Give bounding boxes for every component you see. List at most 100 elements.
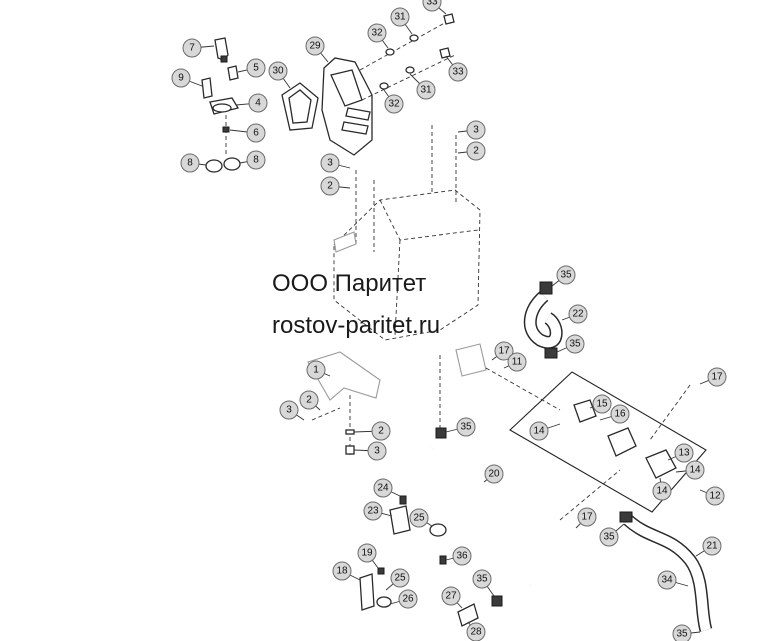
- callout-number: 8: [253, 155, 259, 166]
- callout-circle: [171, 68, 191, 88]
- callout-number: 17: [498, 346, 510, 357]
- callout-27: 27: [441, 586, 463, 609]
- callout-number: 2: [378, 426, 384, 437]
- callout-25: 25: [409, 508, 433, 528]
- callout-circle: [268, 61, 288, 81]
- callout-35: 35: [556, 334, 585, 354]
- callout-24: 24: [373, 478, 401, 498]
- callout-8: 8: [239, 150, 266, 170]
- callout-circle: [466, 120, 486, 140]
- callout-31: 31: [390, 7, 413, 35]
- top-bolts: [359, 13, 456, 101]
- callout-16: 16: [599, 404, 630, 424]
- callout-circle: [672, 624, 692, 641]
- callout-circle: [448, 62, 468, 82]
- callout-circle: [610, 404, 630, 424]
- callout-circle: [592, 394, 612, 414]
- callout-33: 33: [445, 55, 468, 82]
- callout-number: 33: [426, 0, 438, 8]
- callout-28: 28: [466, 621, 486, 641]
- callout-3: 3: [353, 441, 387, 461]
- callout-20: 20: [483, 464, 504, 484]
- callout-1: 1: [306, 360, 331, 380]
- callout-number: 15: [596, 399, 608, 410]
- callout-circle: [685, 460, 705, 480]
- callout-number: 3: [374, 446, 380, 457]
- callout-35: 35: [445, 417, 476, 437]
- callout-circle: [367, 441, 387, 461]
- callout-33: 33: [422, 0, 447, 15]
- callout-number: 22: [572, 309, 584, 320]
- callout-19: 19: [357, 543, 379, 569]
- callout-circle: [422, 0, 442, 12]
- callout-circle: [332, 561, 352, 581]
- callout-circle: [409, 508, 429, 528]
- callout-23: 23: [363, 501, 393, 521]
- callout-4: 4: [235, 93, 268, 113]
- callout-circle: [180, 153, 200, 173]
- callout-number: 3: [473, 125, 479, 136]
- callout-number: 14: [689, 465, 701, 476]
- callout-number: 8: [187, 158, 193, 169]
- callout-9: 9: [171, 68, 203, 88]
- callout-number: 35: [476, 574, 488, 585]
- callout-circle: [494, 341, 514, 361]
- callout-17: 17: [491, 341, 514, 361]
- callout-circle: [248, 93, 268, 113]
- callout-circle: [299, 390, 319, 410]
- callout-circle: [674, 443, 694, 463]
- callout-21: 21: [695, 536, 722, 557]
- callout-circle: [246, 123, 266, 143]
- callout-circle: [320, 176, 340, 196]
- callout-number: 20: [488, 469, 500, 480]
- bottom-clamps: [359, 495, 503, 627]
- callout-2: 2: [320, 176, 351, 196]
- callout-circle: [577, 507, 597, 527]
- callout-number: 5: [253, 63, 259, 74]
- callout-3: 3: [279, 400, 305, 421]
- callout-18: 18: [332, 561, 361, 581]
- callout-circle: [357, 543, 377, 563]
- watermark-company: ООО Паритет: [272, 270, 427, 297]
- sensor-assembly: [201, 37, 241, 173]
- callout-circle: [466, 141, 486, 161]
- callout-circle: [390, 7, 410, 27]
- callout-number: 12: [709, 491, 721, 502]
- callout-32: 32: [367, 23, 389, 49]
- callout-number: 2: [473, 146, 479, 157]
- callout-circle: [279, 400, 299, 420]
- callout-number: 14: [533, 426, 545, 437]
- callout-number: 36: [456, 551, 468, 562]
- callout-number: 31: [394, 12, 406, 23]
- callout-32: 32: [383, 89, 404, 114]
- callout-25: 25: [385, 568, 410, 591]
- callout-number: 17: [711, 372, 723, 383]
- callout-circle: [384, 94, 404, 114]
- callout-circle: [306, 360, 326, 380]
- callout-circle: [441, 586, 461, 606]
- callout-number: 11: [512, 357, 523, 368]
- callout-35: 35: [672, 624, 701, 641]
- callout-number: 4: [255, 98, 261, 109]
- watermark-site: rostov-paritet.ru: [272, 312, 441, 339]
- callout-6: 6: [229, 123, 266, 143]
- valve-frame-12: [485, 367, 707, 521]
- callout-29: 29: [305, 36, 329, 63]
- callout-circle: [657, 570, 677, 590]
- callout-circle: [373, 478, 393, 498]
- hose-22: [523, 281, 563, 359]
- callout-number: 24: [377, 483, 389, 494]
- callout-14: 14: [529, 421, 561, 441]
- callout-number: 28: [470, 627, 482, 638]
- callout-12: 12: [699, 486, 725, 506]
- callout-number: 13: [678, 448, 690, 459]
- callout-34: 34: [657, 570, 689, 590]
- callout-11: 11: [503, 352, 527, 372]
- callout-circle: [390, 568, 410, 588]
- callout-number: 21: [706, 541, 718, 552]
- callout-circle: [556, 265, 576, 285]
- callout-circle: [529, 421, 549, 441]
- callout-circle: [565, 334, 585, 354]
- callout-number: 29: [309, 41, 321, 52]
